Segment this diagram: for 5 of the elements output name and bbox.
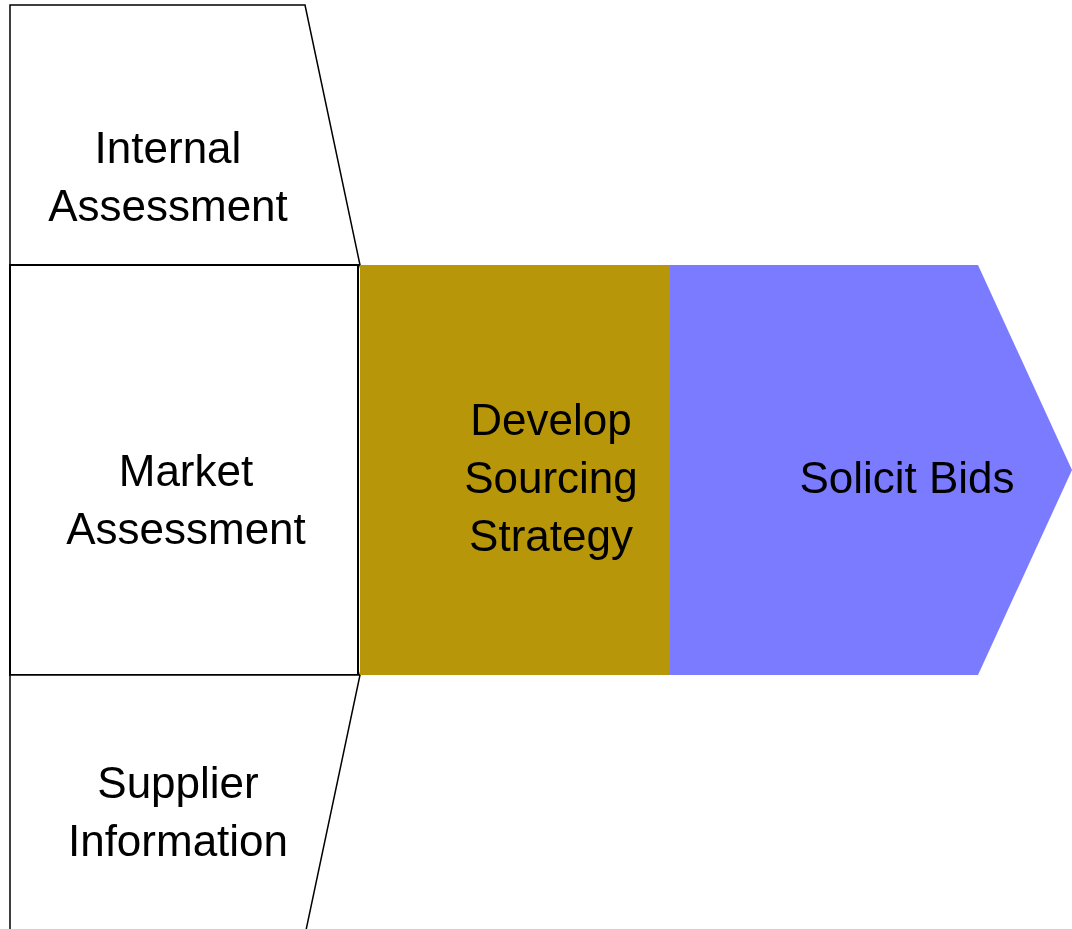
panel-label: Internal Assessment	[47, 122, 289, 232]
step-label: Solicit Bids	[798, 452, 1016, 504]
panel-label: Supplier Information	[66, 757, 290, 867]
panel-label: Market Assessment	[65, 445, 307, 555]
step-label: Develop Sourcing Strategy	[463, 394, 639, 562]
